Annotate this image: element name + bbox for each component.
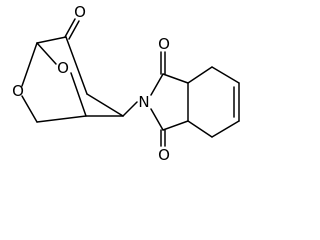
bond-cbottom-c7a: [162, 120, 189, 131]
atom-o-imide-bottom: O: [158, 146, 170, 164]
bond-c6-c7: [211, 120, 240, 138]
bond-c4-n: [122, 101, 138, 117]
atom-labels: O O O N O O: [12, 3, 170, 164]
bond-c1-c2: [36, 36, 67, 44]
bond-ctop-c3a: [162, 73, 189, 84]
bond-c4-c5: [211, 66, 240, 84]
atom-n-imide: N: [138, 93, 149, 111]
bond-c7-c7a: [187, 120, 213, 138]
atom-o-imide-top: O: [158, 35, 170, 53]
bond-c2-oketone-b: [68, 20, 80, 40]
bond-c4-c3: [86, 93, 124, 117]
atom-o-bridge: O: [57, 59, 69, 77]
bond-c2-oketone-a: [64, 18, 76, 38]
bond-ch2-c5: [36, 115, 87, 123]
bond-oring-ch2: [21, 95, 38, 123]
atom-o-ketone: O: [74, 3, 86, 21]
bicyclic-core: [21, 18, 138, 123]
imide-ring: [150, 51, 189, 147]
bond-n-cbottom: [150, 108, 164, 131]
bond-c3a-c4: [187, 66, 213, 84]
bond-n-ctop: [150, 73, 164, 96]
molecule-structure: O O O N O O: [12, 3, 240, 164]
bond-obridge-c5: [70, 72, 87, 117]
bond-c1-obridge: [36, 42, 57, 65]
atom-o-ring: O: [12, 82, 24, 100]
bond-c3-c2: [65, 36, 88, 95]
cyclohexene-ring: [187, 66, 240, 138]
bond-c1-oring: [21, 42, 38, 87]
